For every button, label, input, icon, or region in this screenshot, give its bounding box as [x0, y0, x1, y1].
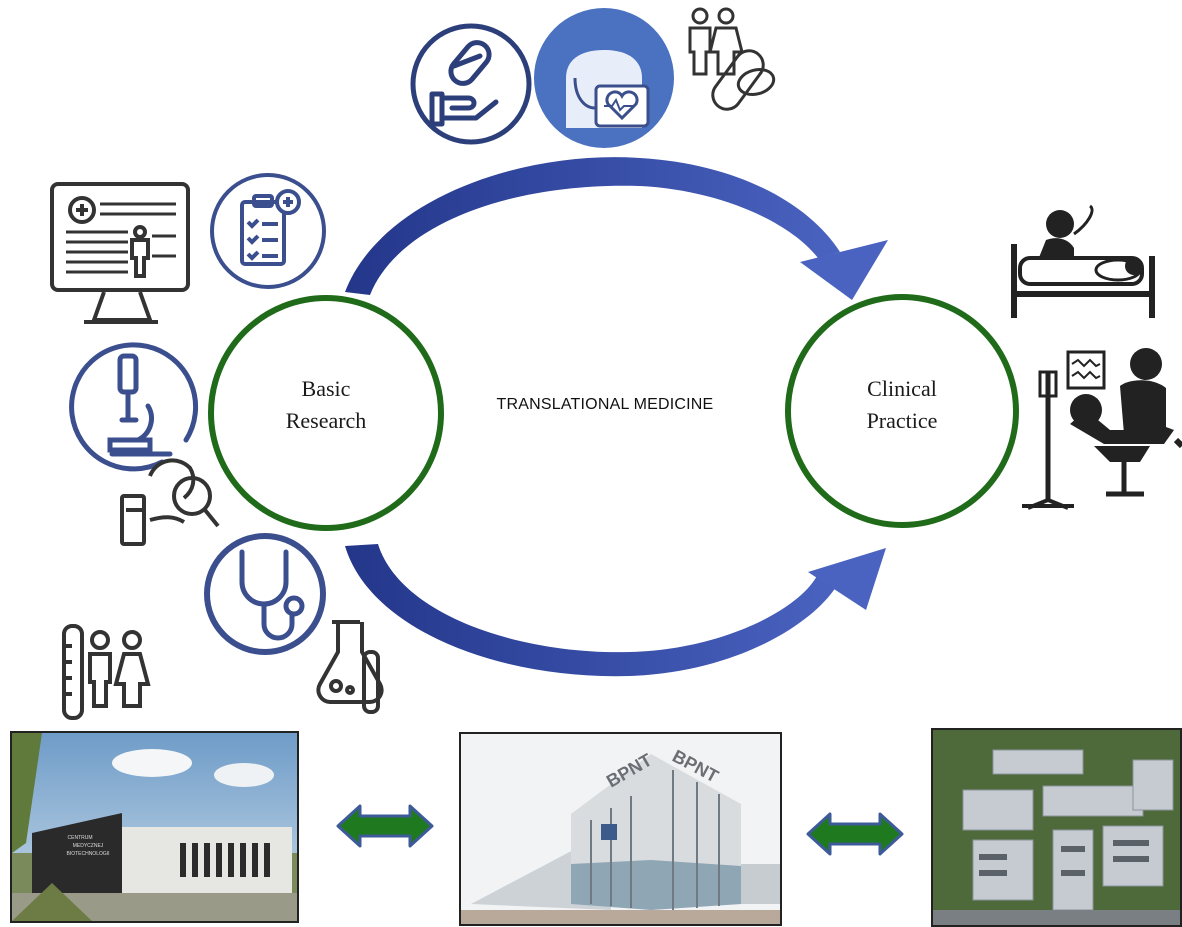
flask-test-tube-icon — [316, 620, 384, 714]
double-arrow-left[interactable] — [336, 804, 434, 848]
stethoscope-icon — [204, 533, 326, 655]
patient-bed-icon — [1011, 204, 1155, 318]
hospital-aerial-photo — [931, 728, 1182, 927]
medical-record-monitor-icon — [50, 182, 190, 324]
basic-research-circle — [208, 295, 444, 531]
research-center-photo: CENTRUM MEDYCZNEJ BIOTECHNOLOGII — [10, 731, 299, 923]
pill-hand-icon — [410, 23, 532, 145]
doctor-heart-monitor-icon — [534, 8, 674, 148]
bpnt-building-photo: BPNT BPNT — [459, 732, 782, 926]
sign-line-3: BIOTECHNOLOGII — [66, 851, 109, 857]
microscope-icon — [69, 342, 199, 472]
top-cycle-arrow — [345, 157, 888, 300]
bottom-cycle-arrow — [345, 544, 886, 677]
sign-line-1: CENTRUM — [68, 835, 93, 841]
patient-chair-iv-icon — [1022, 348, 1182, 510]
test-tube-people-icon — [62, 624, 151, 720]
sample-search-icon — [120, 458, 220, 546]
clinical-practice-circle — [785, 294, 1019, 528]
basic-research-label: Basic Research — [285, 376, 367, 433]
double-arrow-right[interactable] — [806, 812, 904, 856]
clipboard-icon — [210, 173, 326, 289]
clinical-practice-label: Clinical Practice — [866, 376, 938, 433]
people-pills-icon — [688, 7, 776, 111]
translational-medicine-label: TRANSLATIONAL MEDICINE — [496, 396, 714, 413]
sign-line-2: MEDYCZNEJ — [73, 843, 104, 849]
